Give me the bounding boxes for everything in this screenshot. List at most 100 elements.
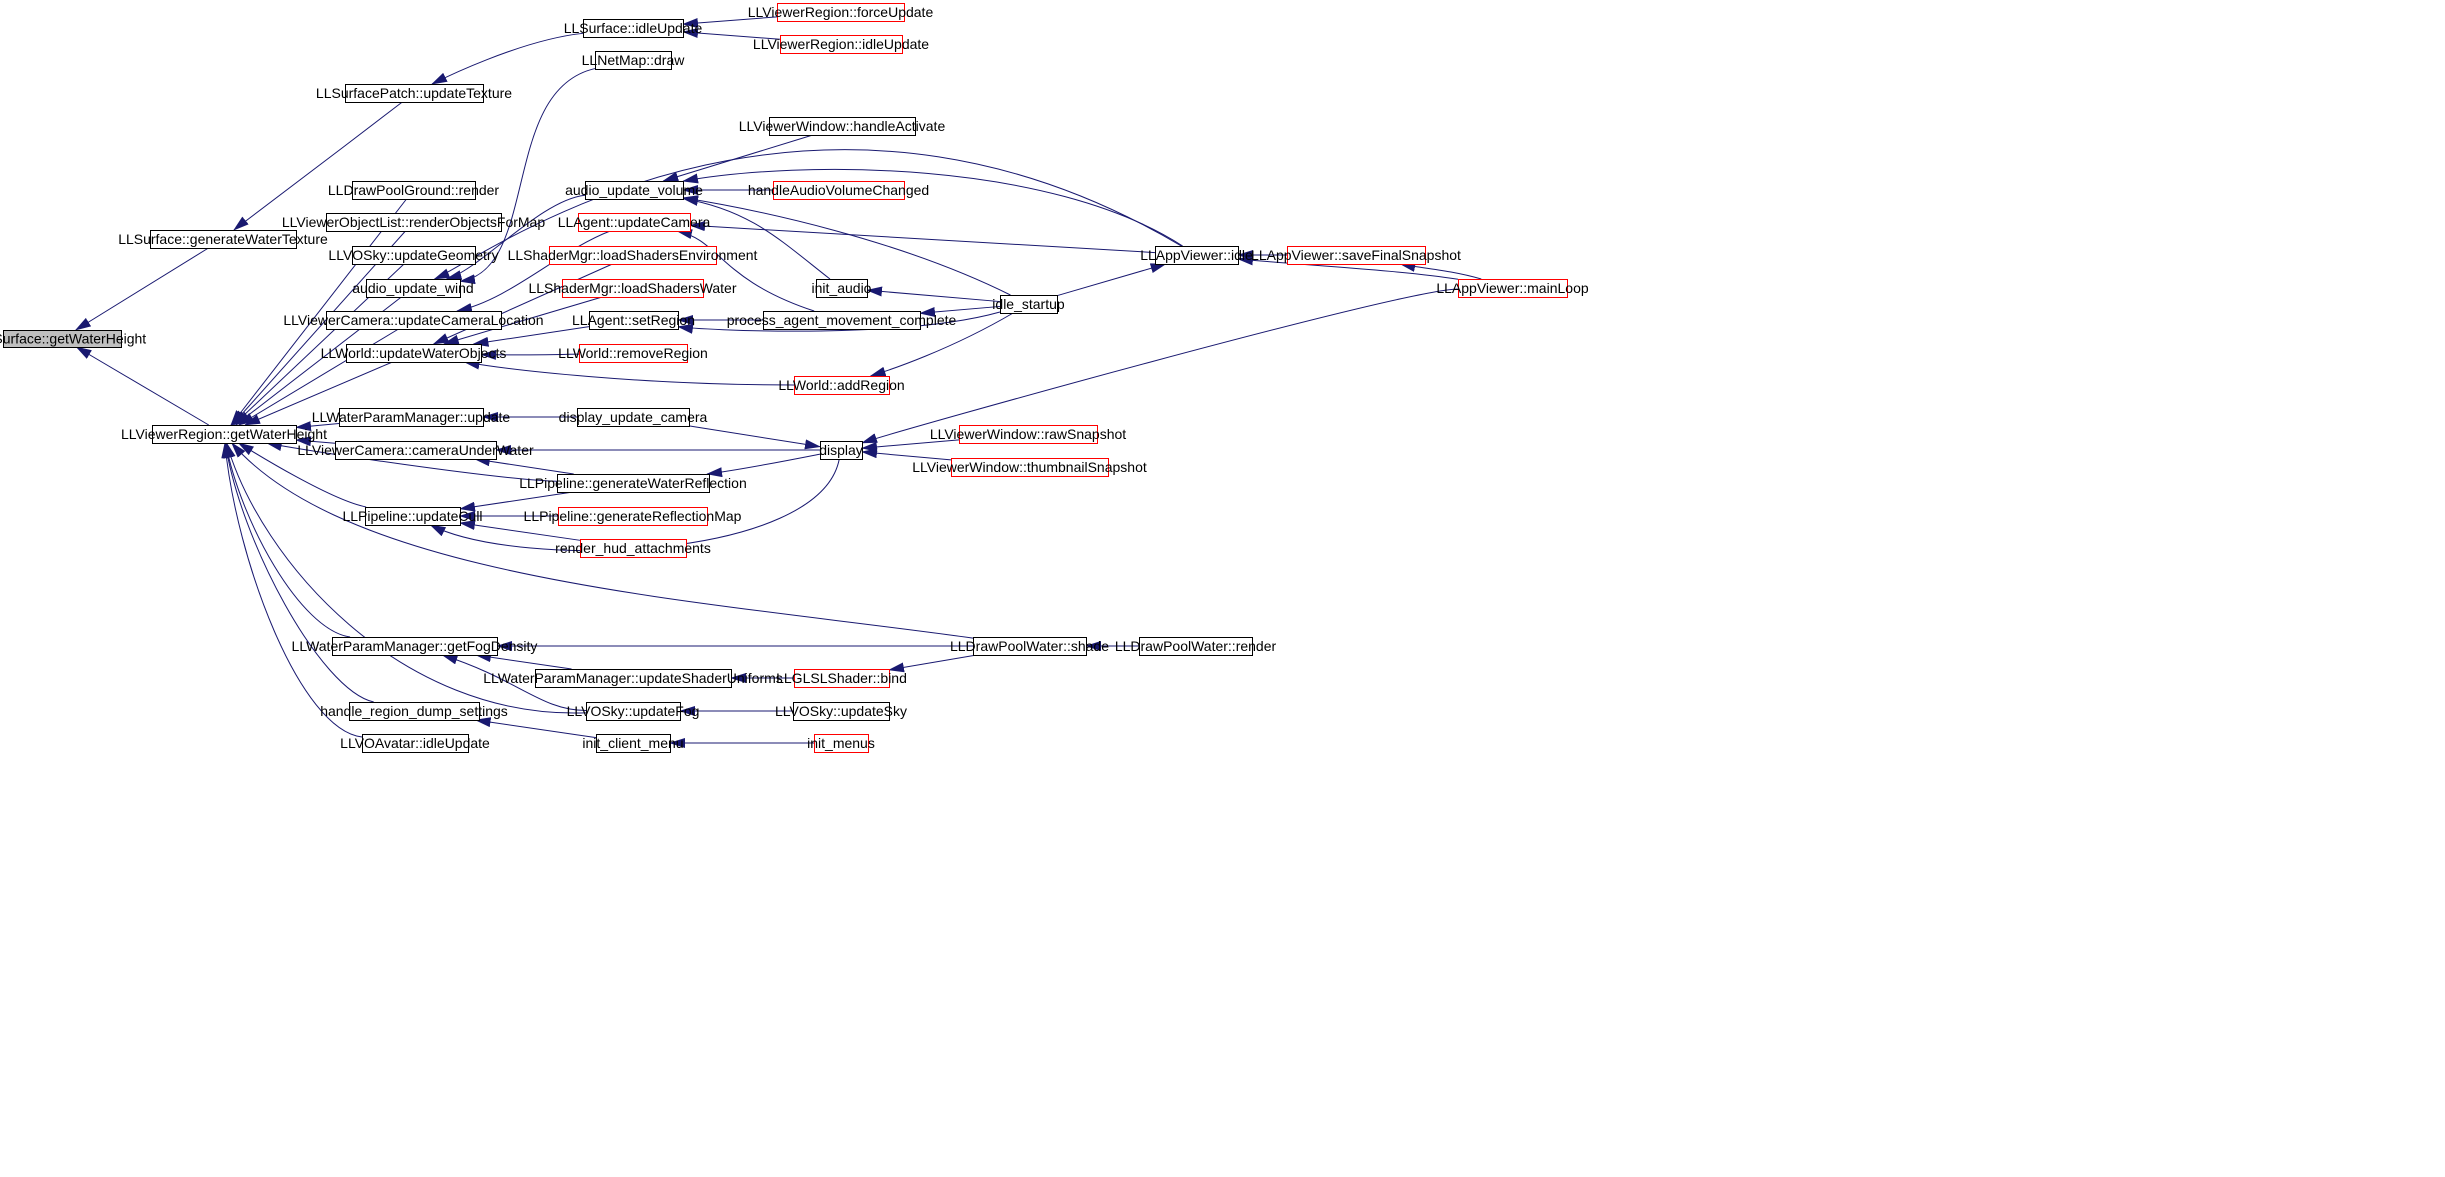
node-label: process_agent_movement_complete [727,312,957,328]
call-edge-n50-to-n49 [1399,262,1482,280]
function-node[interactable]: LLDrawPoolWater::render [1115,637,1277,656]
node-box [562,279,704,298]
function-node[interactable]: LLViewerRegion::forceUpdate [748,3,934,22]
node-box [585,181,684,200]
function-node[interactable]: LLSurface::generateWaterTexture [118,230,328,249]
call-edge-n39-to-n28 [706,453,821,478]
node-box [345,84,484,103]
function-node[interactable]: display [819,441,863,460]
call-edge-n15-to-n3 [295,421,340,432]
node-box [535,669,732,688]
call-edge-n18-to-n3 [223,442,351,638]
node-box [335,441,497,460]
node-box [558,507,708,526]
function-node[interactable]: LLAgent::updateCamera [558,213,711,232]
function-node[interactable]: LLWorld::addRegion [778,376,905,395]
function-node[interactable]: LLDrawPoolGround::render [328,181,500,200]
node-box [1139,637,1253,656]
function-node[interactable]: handle_region_dump_settings [320,702,508,721]
node-label: init_client_menu [582,735,683,751]
function-node[interactable]: LLAppViewer::mainLoop [1436,279,1589,298]
function-node[interactable]: LLViewerRegion::getWaterHeight [121,425,327,444]
function-node[interactable]: LLWorld::removeRegion [558,344,708,363]
function-node[interactable]: LLWaterParamManager::updateShaderUniform… [483,669,783,688]
function-node[interactable]: idle_startup [992,295,1065,314]
function-node[interactable]: LLAgent::setRegion [572,311,695,330]
function-node[interactable]: handleAudioVolumeChanged [748,181,929,200]
function-node[interactable]: LLViewerRegion::idleUpdate [753,35,929,54]
node-label: LLViewerWindow::rawSnapshot [930,426,1126,442]
call-edge-n2-to-n1 [74,247,209,331]
call-edge-n24-to-n14 [442,296,603,345]
function-node[interactable]: LLSurface::idleUpdate [564,19,703,38]
node-box [332,637,498,656]
function-node[interactable]: LLViewerObjectList::renderObjectsForMap [282,213,545,232]
function-node[interactable]: LLGLSLShader::bind [776,669,907,688]
function-node[interactable]: LLDrawPoolWater::shade [950,637,1109,656]
function-node[interactable]: LLWorld::updateWaterObjects [321,344,507,363]
call-edge-n28-to-n16 [473,456,574,475]
function-node[interactable]: LLViewerWindow::rawSnapshot [930,425,1126,444]
node-box [352,246,476,265]
function-node[interactable]: LLShaderMgr::loadShadersWater [528,279,737,298]
function-node[interactable]: LLSurfacePatch::updateTexture [316,84,512,103]
node-label: LLViewerWindow::thumbnailSnapshot [912,459,1147,475]
function-node[interactable]: LLWaterParamManager::update [312,408,511,427]
function-node[interactable]: LLAppViewer::saveFinalSnapshot [1251,246,1461,265]
function-node[interactable]: init_audio [812,279,872,298]
function-node[interactable]: LLVOSky::updateSky [775,702,907,721]
call-edge-n34-to-n21 [662,134,813,182]
node-box [1458,279,1568,298]
function-node[interactable]: LLVOSky::updateFog [567,702,700,721]
node-label: LLWorld::updateWaterObjects [321,345,507,361]
node-box [366,279,461,298]
function-node[interactable]: LLNetMap::draw [582,51,686,70]
node-label: LLPipeline::generateReflectionMap [524,508,742,524]
call-edge-n9-to-n3 [230,198,407,426]
function-node[interactable]: LLPipeline::generateReflectionMap [524,507,742,526]
function-node[interactable]: init_client_menu [582,734,684,753]
node-label: audio_update_wind [352,280,473,296]
function-node[interactable]: LLViewerCamera::updateCameraLocation [283,311,544,330]
function-node[interactable]: LLShaderMgr::loadShadersEnvironment [508,246,758,265]
function-node[interactable]: LLPipeline::generateWaterReflection [519,474,747,493]
node-label: LLWaterParamManager::update [312,409,511,425]
call-edge-n14-to-n3 [244,361,393,426]
function-node[interactable]: render_hud_attachments [555,539,711,558]
call-edge-n47-to-n46 [1056,263,1167,297]
node-label: display [819,442,863,458]
node-label: LLSurface::generateWaterTexture [118,231,328,247]
function-node[interactable]: LLSurface::getWaterHeight [0,330,146,348]
function-node[interactable]: audio_update_wind [352,279,474,298]
call-edge-n42-to-n43 [888,654,977,673]
node-box [339,408,484,427]
function-node[interactable]: process_agent_movement_complete [727,311,957,330]
call-edge-n25-to-n14 [472,326,590,347]
function-node[interactable]: LLViewerCamera::cameraUnderWater [297,441,534,460]
node-box [780,35,903,54]
function-node[interactable]: LLWaterParamManager::getFogDensity [292,637,538,656]
call-edge-n5-to-n4 [431,32,584,85]
node-box [773,181,905,200]
node-box [326,213,502,232]
node-label: LLPipeline::updateCull [342,508,482,524]
function-node[interactable]: init_menus [807,734,875,753]
function-node[interactable]: LLViewerWindow::handleActivate [739,117,946,136]
call-edge-n28-to-n3 [265,441,558,482]
function-node[interactable]: LLVOSky::updateGeometry [328,246,499,265]
node-label: init_menus [807,735,875,751]
function-node[interactable]: LLAppViewer::idle [1140,246,1253,265]
node-box [577,408,690,427]
node-label: LLSurface::idleUpdate [564,20,703,36]
function-node[interactable]: audio_update_volume [565,181,703,200]
function-node[interactable]: LLVOAvatar::idleUpdate [340,734,490,753]
node-label: idle_startup [992,296,1065,312]
function-node[interactable]: LLPipeline::updateCull [342,507,483,526]
node-box [820,441,863,460]
node-label: LLWaterParamManager::getFogDensity [292,638,538,654]
call-edge-n47-to-n25 [677,311,1001,334]
node-label: LLAppViewer::mainLoop [1436,280,1589,296]
function-node[interactable]: LLViewerWindow::thumbnailSnapshot [912,458,1147,477]
call-edge-n19-to-n3 [222,442,374,703]
function-node[interactable]: display_update_camera [559,408,708,427]
